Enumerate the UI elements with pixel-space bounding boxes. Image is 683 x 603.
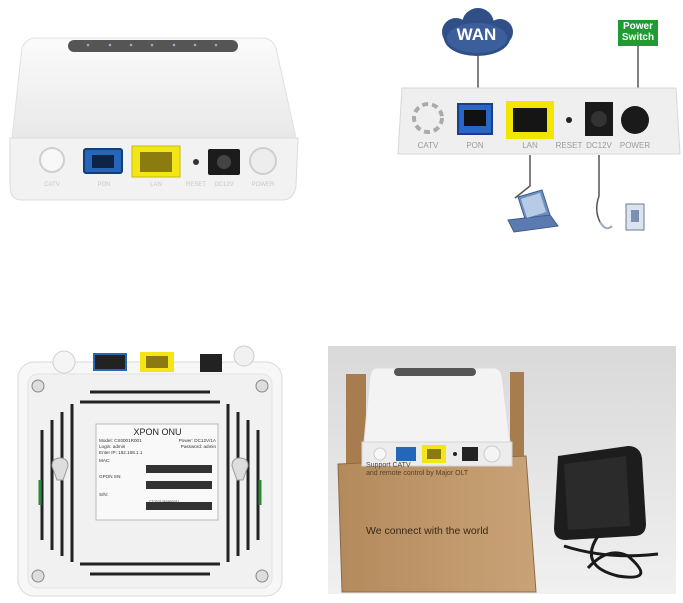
box-slogan: We connect with the world bbox=[366, 525, 489, 537]
led-strip bbox=[68, 40, 238, 52]
power-switch-box bbox=[618, 20, 658, 46]
sticker-sn-value: CT2021060800311 bbox=[149, 500, 180, 504]
front-label-pon: PON bbox=[97, 182, 110, 188]
front-label-power: POWER bbox=[252, 182, 275, 188]
reset-hole bbox=[193, 159, 199, 165]
device-top bbox=[11, 37, 297, 139]
front-label-lan: LAN bbox=[150, 182, 162, 188]
diag-label-power: POWER bbox=[620, 141, 650, 150]
product-bottom-photo bbox=[17, 345, 283, 597]
diag-label-pon: PON bbox=[466, 141, 484, 150]
front-label-catv: CATV bbox=[44, 182, 60, 188]
power-adapter-icon bbox=[599, 203, 645, 231]
wan-label: WAN bbox=[456, 25, 497, 44]
sticker-sn-label: S/N: bbox=[99, 492, 108, 497]
sticker-ip: Enter IP: 192.168.1.1 bbox=[99, 450, 143, 455]
sticker-gpon-label: GPON SN: bbox=[99, 474, 122, 479]
connection-diagram: CATV PON LAN RESET DC12V POWER bbox=[397, 8, 681, 233]
led-dots bbox=[86, 43, 218, 47]
product-rear-photo: CATV PON LAN RESET DC12V POWER bbox=[9, 37, 299, 201]
front-label-reset: RESET bbox=[186, 182, 206, 188]
front-label-dc: DC12V bbox=[214, 182, 233, 188]
power-button bbox=[249, 147, 277, 175]
vent-slots bbox=[40, 390, 260, 576]
sticker-mac-label: MAC: bbox=[99, 458, 111, 463]
sticker-title: XPON ONU bbox=[133, 427, 182, 437]
sticker-mac-value: 04111950DDE9 bbox=[149, 468, 175, 472]
sticker-model: Model: CX0001R001 bbox=[99, 438, 142, 443]
sticker-power: Power: DC12V/1A bbox=[178, 438, 216, 443]
diag-label-reset: RESET bbox=[556, 141, 583, 150]
package-photo bbox=[328, 346, 676, 594]
catv-port-icon bbox=[412, 102, 444, 134]
device-on-box bbox=[363, 367, 511, 443]
power-adapter bbox=[554, 446, 659, 579]
sticker-text: XPON ONU Model: CX0001R001 Power: DC12V/… bbox=[97, 427, 218, 504]
power-button-icon bbox=[621, 106, 649, 134]
power-switch-label: Power Switch bbox=[621, 21, 655, 43]
keyhole-left bbox=[51, 457, 69, 481]
bottom-pon-port bbox=[93, 353, 127, 371]
diag-label-catv: CATV bbox=[418, 141, 439, 150]
box-top-text: Support CATV and remote control by Major… bbox=[366, 462, 469, 477]
diag-label-lan: LAN bbox=[522, 141, 538, 150]
wan-cloud-icon bbox=[442, 8, 513, 56]
diag-label-dc: DC12V bbox=[586, 141, 612, 150]
catv-port bbox=[39, 147, 65, 173]
sticker-login: Login: admin bbox=[99, 444, 126, 449]
keyhole-right bbox=[231, 457, 249, 481]
sticker-password: Password: admin bbox=[180, 444, 216, 449]
laptop-icon bbox=[507, 189, 559, 233]
sticker-gpon-value: HWTC19500DE9 bbox=[149, 484, 177, 488]
reset-hole-icon bbox=[566, 117, 572, 123]
